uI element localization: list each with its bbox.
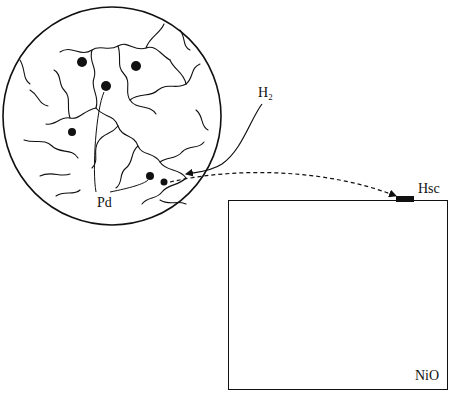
node-label: NiO — [415, 369, 439, 383]
pd-particles — [68, 57, 168, 186]
spillover-arrow — [170, 173, 396, 196]
oxide-support-box: NiO — [228, 200, 448, 390]
part-label: Hsc — [418, 182, 440, 196]
hsc-site — [396, 196, 414, 202]
part-label: Pd — [97, 196, 112, 210]
catalyst-particle — [3, 7, 221, 225]
pore-network — [20, 24, 208, 204]
part-label: H₂ — [258, 86, 273, 100]
pd-leader-lines — [94, 92, 148, 192]
hydrogen-arrow — [186, 104, 262, 174]
